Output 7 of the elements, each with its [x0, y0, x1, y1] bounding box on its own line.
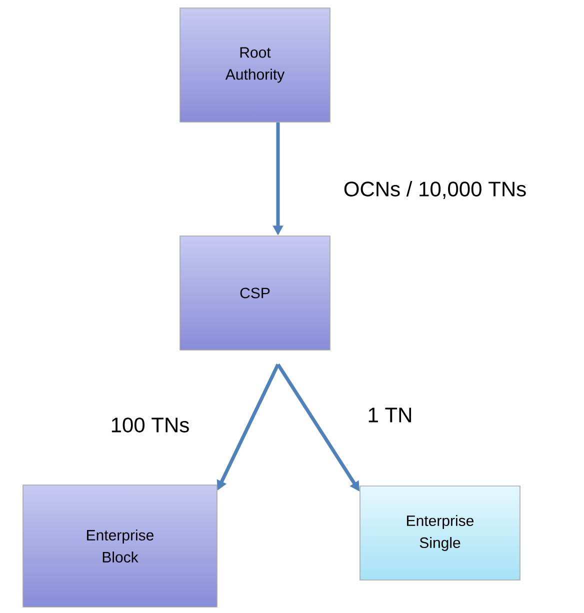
edge-label: OCNs / 10,000 TNs	[342, 180, 528, 200]
process-box: CSP	[180, 236, 330, 350]
edge-label: 1 TN	[366, 406, 414, 424]
process-box: Root Authority	[180, 8, 330, 122]
process-box: Enterprise Single	[360, 486, 520, 580]
process-box: Enterprise Block	[22, 484, 218, 608]
edge-label: 100 TNs	[109, 416, 191, 434]
